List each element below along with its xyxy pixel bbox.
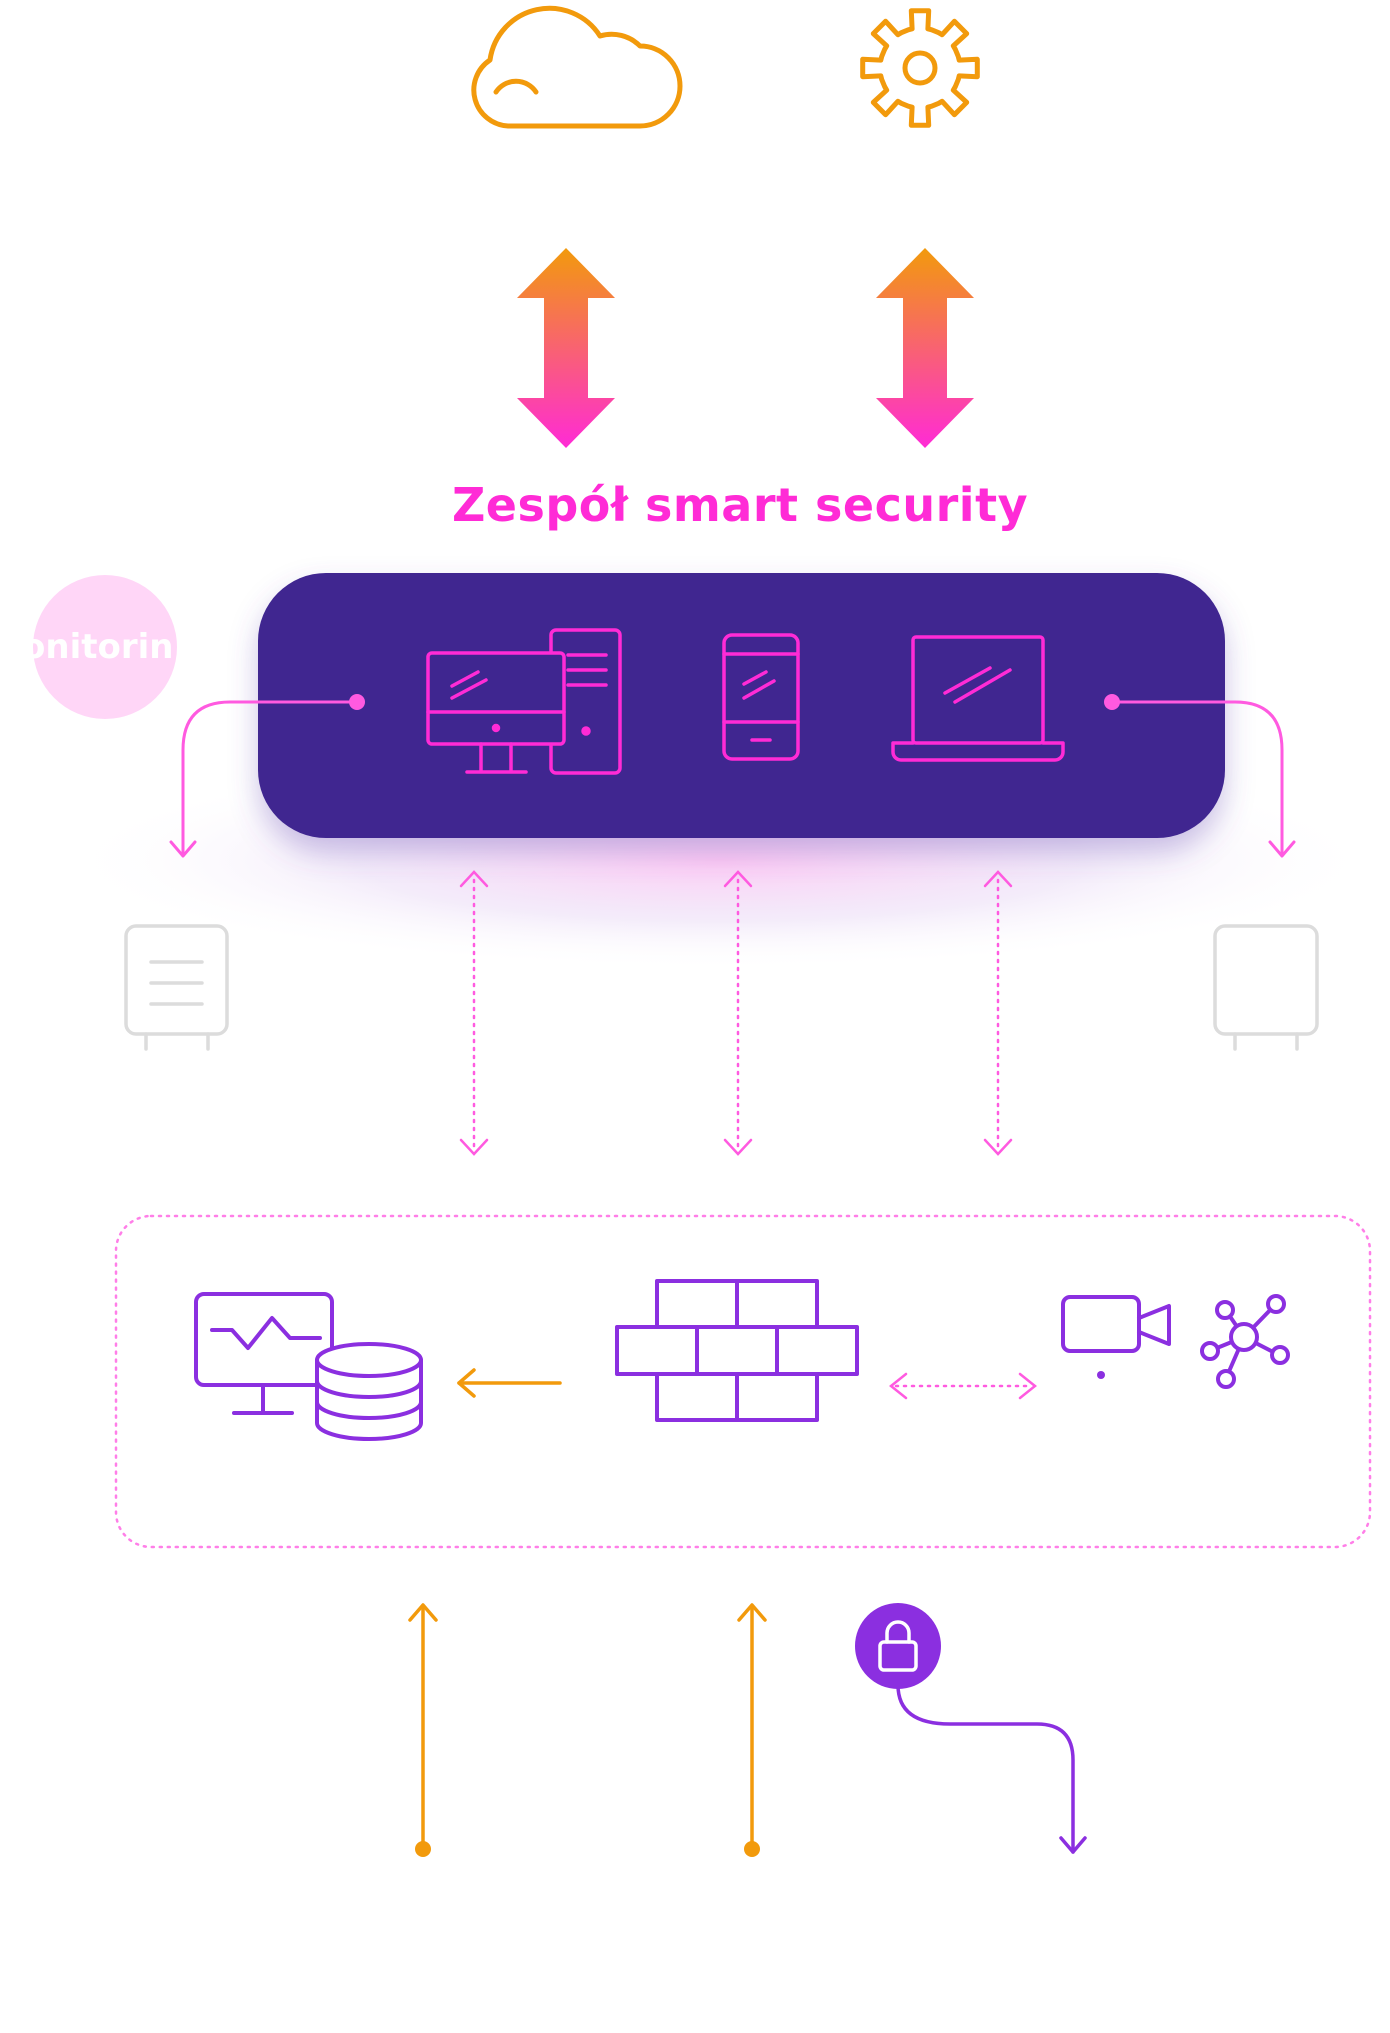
dotted-arrow-1 xyxy=(459,870,489,1156)
server-icon-left xyxy=(124,924,229,1051)
diagram-title: Zespół smart security xyxy=(451,478,1029,532)
dotted-arrow-2 xyxy=(723,870,753,1156)
server-icon-right xyxy=(1213,924,1319,1051)
monitoring-database-icon xyxy=(194,1292,423,1441)
dotted-arrow-3 xyxy=(983,870,1013,1156)
right-connector xyxy=(1104,694,1296,858)
side-badge xyxy=(33,575,177,719)
lock-output-arrow xyxy=(896,1683,1087,1854)
dotted-horizontal-arrow xyxy=(888,1372,1038,1400)
gear-icon xyxy=(860,8,980,128)
camera-icon xyxy=(1061,1295,1171,1379)
smartphone-icon xyxy=(722,633,800,761)
devices-panel xyxy=(258,573,1225,838)
lock-badge xyxy=(855,1603,941,1689)
orange-up-arrow-2 xyxy=(737,1603,767,1857)
infrastructure-container xyxy=(114,1214,1372,1549)
left-connector xyxy=(169,694,365,858)
firewall-icon xyxy=(615,1279,859,1422)
cloud-icon xyxy=(471,5,683,129)
laptop-icon xyxy=(891,635,1065,762)
orange-left-arrow xyxy=(457,1368,562,1398)
double-arrow-left xyxy=(517,248,615,448)
network-nodes-icon xyxy=(1200,1294,1290,1389)
side-badge-label: onitorin xyxy=(30,627,174,667)
orange-up-arrow-1 xyxy=(408,1603,438,1857)
double-arrow-right xyxy=(876,248,974,448)
lock-icon xyxy=(878,1620,918,1672)
desktop-computer-icon xyxy=(426,628,622,775)
